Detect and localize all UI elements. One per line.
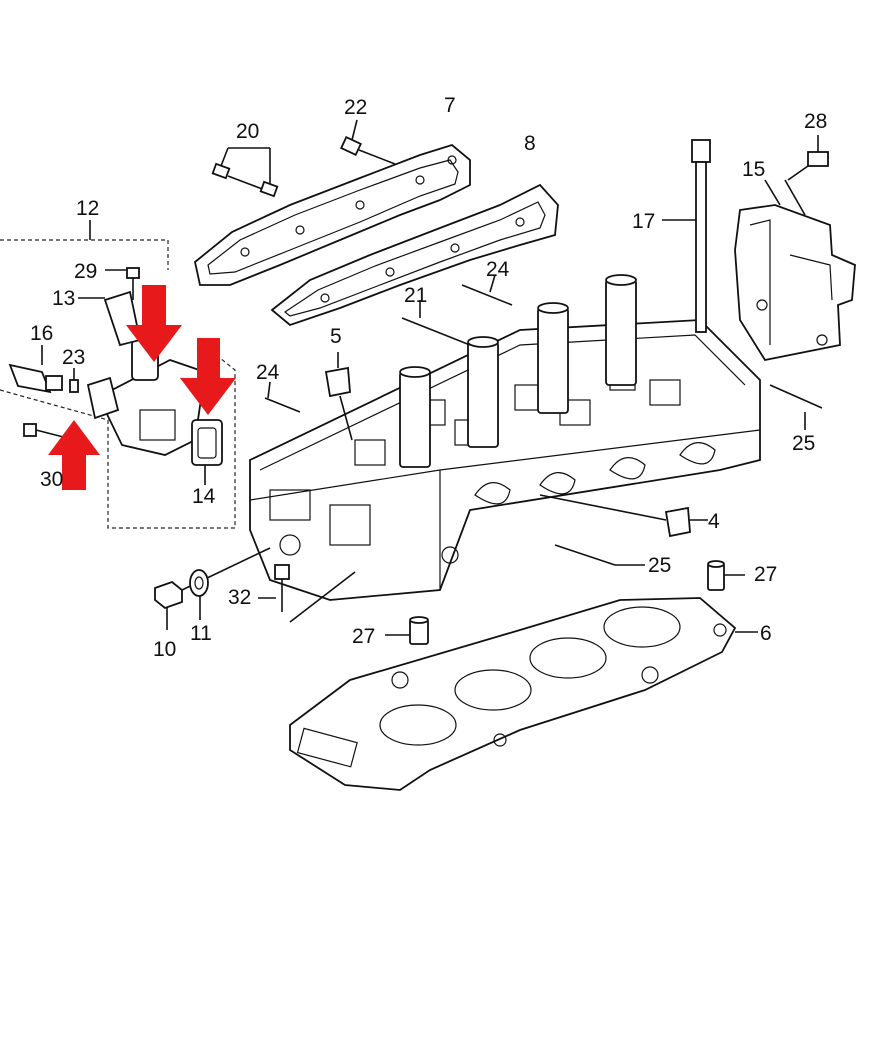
studs <box>264 274 823 566</box>
bolt-32 <box>258 564 356 623</box>
label-part-21: 21 <box>404 284 427 307</box>
label-part-29: 29 <box>74 260 97 283</box>
label-part-11: 11 <box>190 622 212 645</box>
label-part-12: 12 <box>76 197 99 220</box>
bolt-22 <box>340 119 396 165</box>
label-part-25-lower: 25 <box>648 554 671 577</box>
label-part-10: 10 <box>153 638 176 661</box>
label-part-24-top: 24 <box>486 258 510 281</box>
label-part-24-left: 24 <box>256 361 280 384</box>
label-part-4: 4 <box>708 510 720 533</box>
valve-seal-4 <box>539 494 708 538</box>
washer-23 <box>69 368 79 393</box>
sealing-bolt-10 <box>154 547 271 630</box>
label-part-7: 7 <box>444 94 456 117</box>
dowel-pin-27-right <box>707 560 745 591</box>
washer-11 <box>189 569 209 620</box>
cylinder-head <box>249 319 761 601</box>
dowel-pin-27-left <box>385 616 429 645</box>
head-bolt-17 <box>662 139 711 333</box>
head-gasket-6 <box>289 597 758 791</box>
red-arrow-down-left-icon <box>126 285 182 362</box>
valve-cover-gasket-8 <box>270 183 559 327</box>
label-part-30: 30 <box>40 468 63 491</box>
label-part-32: 32 <box>228 586 251 609</box>
label-part-14: 14 <box>192 485 216 508</box>
label-part-23: 23 <box>62 346 85 369</box>
label-part-16: 16 <box>30 322 53 345</box>
valve-seal-5 <box>324 352 353 441</box>
label-part-6: 6 <box>760 622 772 645</box>
gasket-14 <box>191 419 223 485</box>
bracket-13 <box>78 290 142 347</box>
label-part-5: 5 <box>330 325 342 348</box>
label-part-28: 28 <box>804 110 827 133</box>
label-part-22: 22 <box>344 96 367 119</box>
spark-plug-tubes <box>399 274 637 468</box>
valve-cover-gasket-7 <box>194 143 471 286</box>
label-part-27-right: 27 <box>754 563 777 586</box>
bolt-20 <box>211 147 279 198</box>
label-part-15: 15 <box>742 158 765 181</box>
red-arrow-up-icon <box>48 420 100 490</box>
label-part-8: 8 <box>524 132 536 155</box>
label-part-27-left: 27 <box>352 625 375 648</box>
bolt-28 <box>787 135 829 181</box>
bracket-15 <box>734 179 856 362</box>
label-part-17: 17 <box>632 210 655 233</box>
pressure-switch-16 <box>8 345 63 394</box>
red-arrow-down-right-icon <box>180 338 236 415</box>
label-part-13: 13 <box>52 287 75 310</box>
label-part-20: 20 <box>236 120 259 143</box>
bolt-29 <box>105 267 140 300</box>
label-part-25-right: 25 <box>792 432 815 455</box>
